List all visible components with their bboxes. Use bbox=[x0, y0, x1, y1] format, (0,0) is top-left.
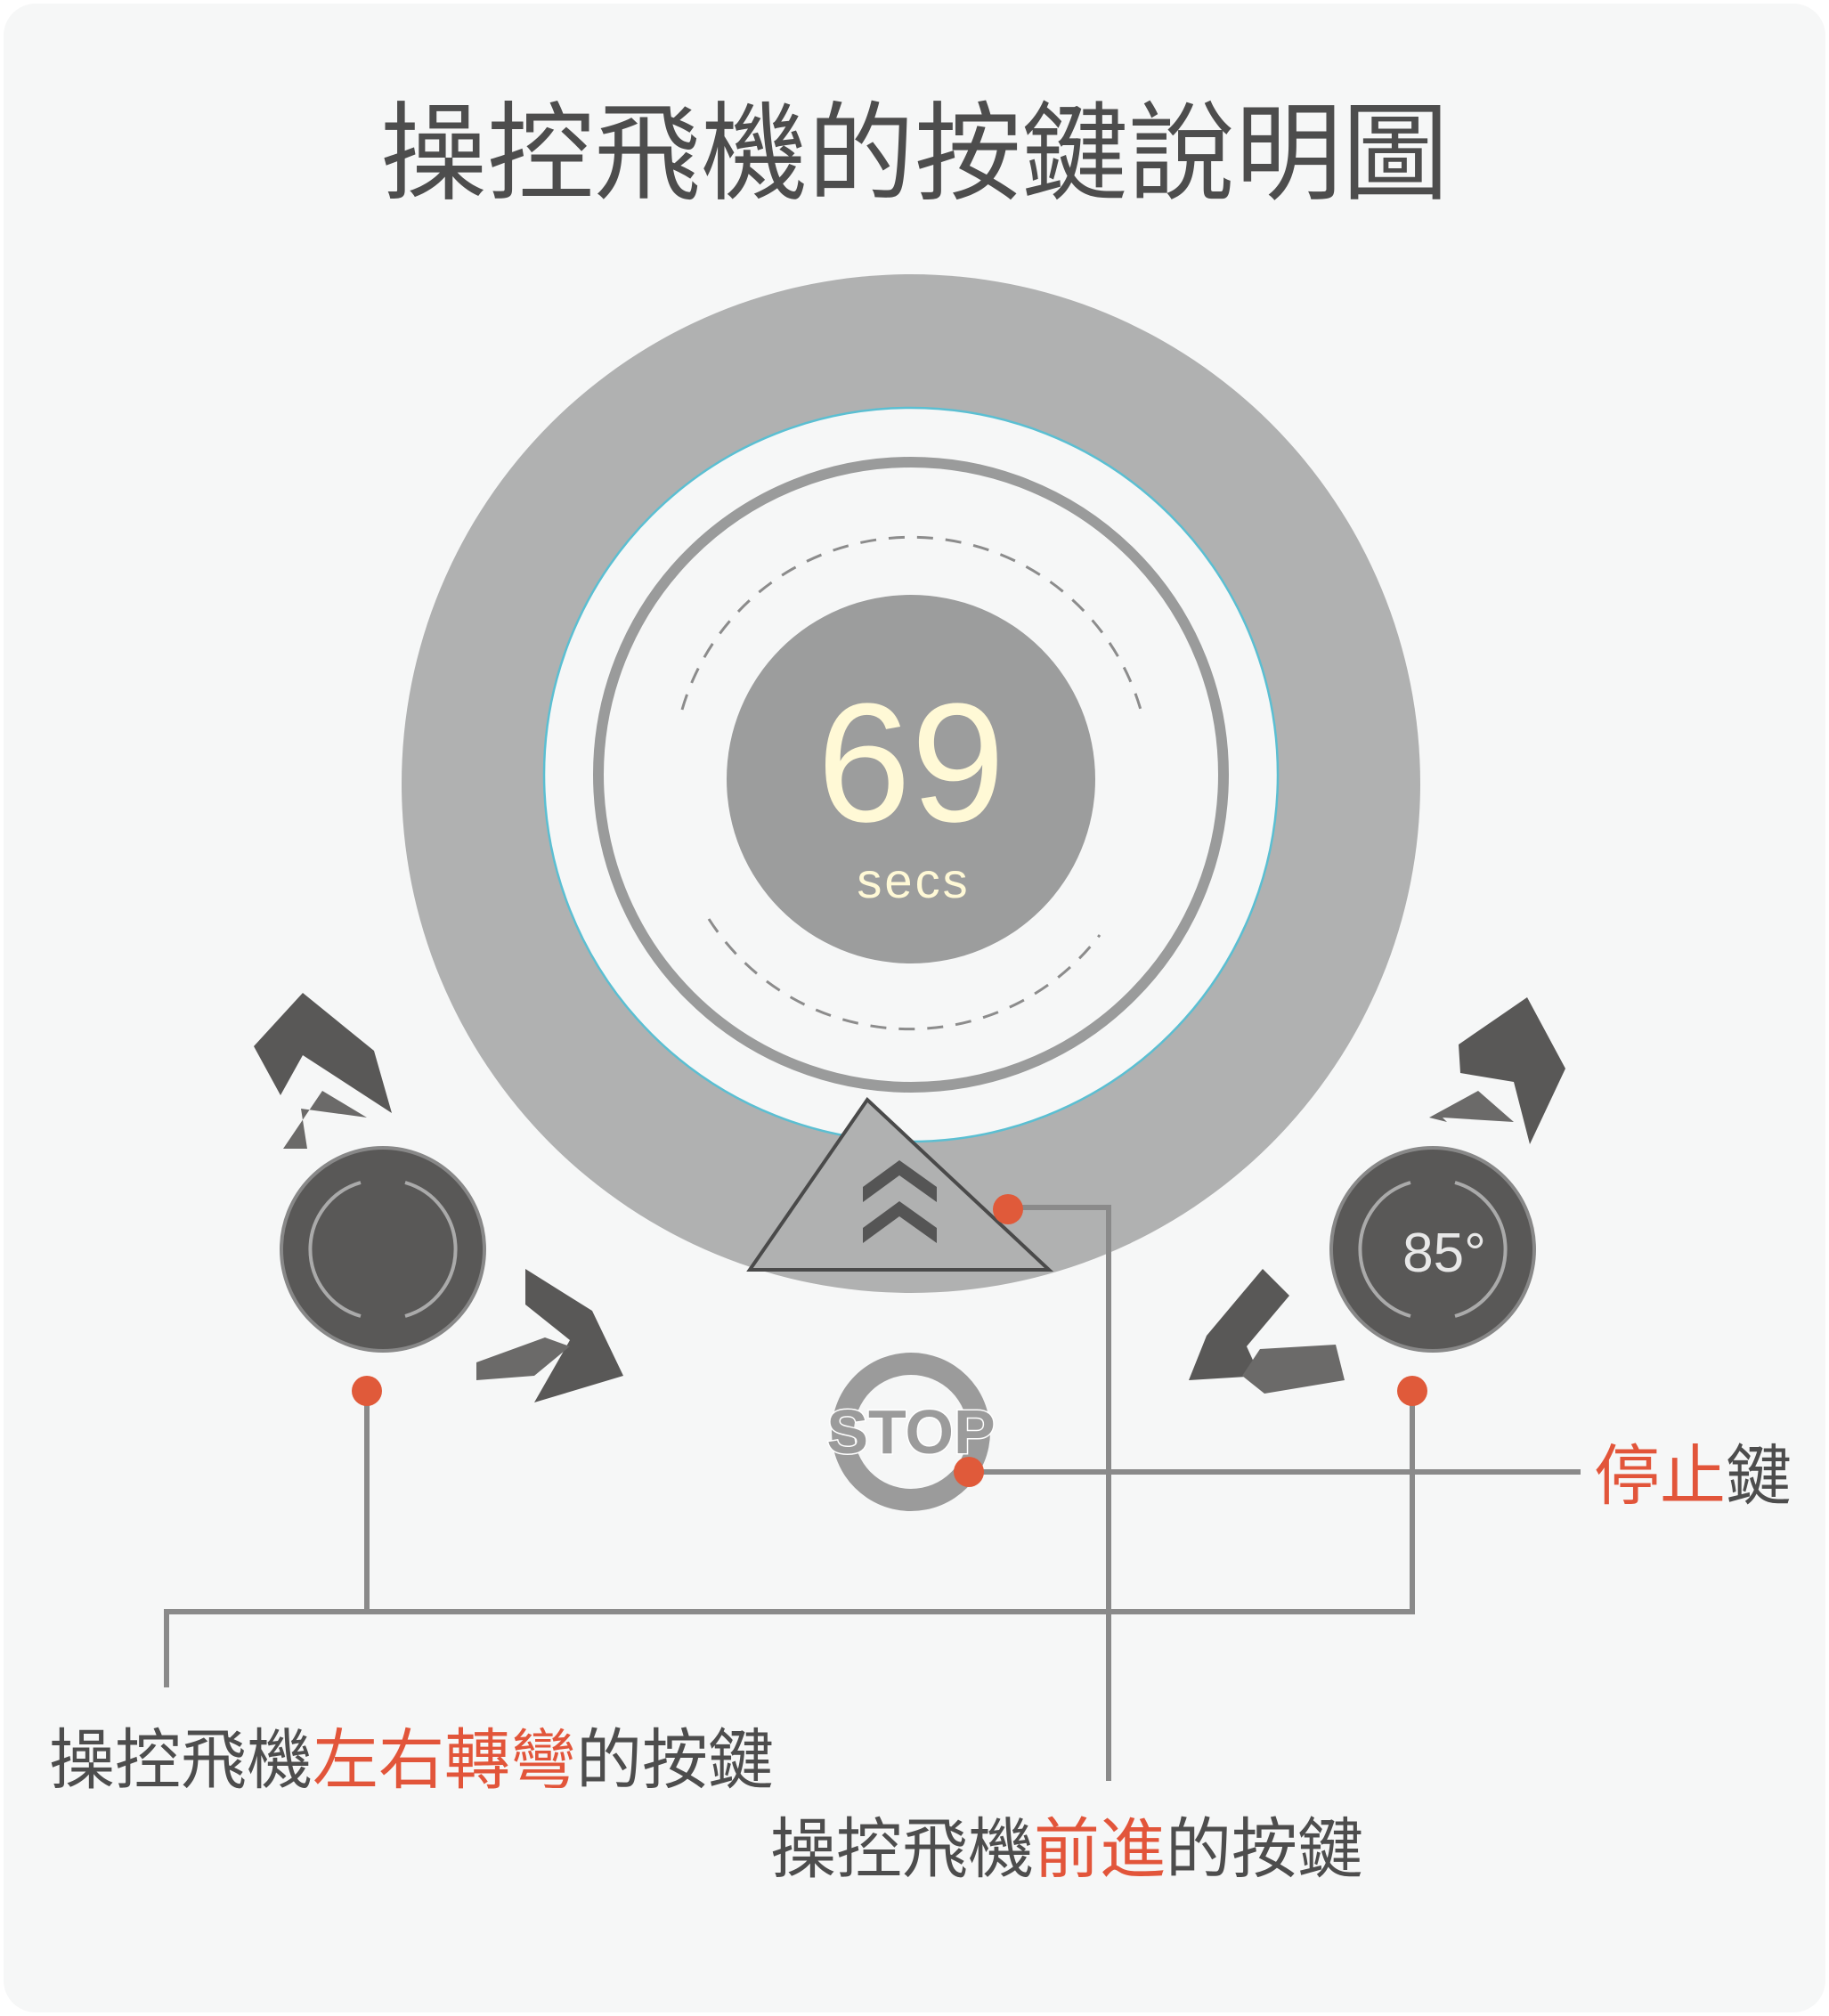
chevron-bottom-right-outer bbox=[1189, 1269, 1289, 1380]
forward-button[interactable] bbox=[746, 1096, 1054, 1272]
label-turn: 操控飛機左右轉彎的按鍵 bbox=[49, 1722, 774, 1799]
chevron-bottom-left-outer bbox=[525, 1269, 623, 1402]
forward-chevron-upper bbox=[863, 1160, 937, 1202]
label-stop: 停止鍵 bbox=[1594, 1438, 1792, 1515]
display-unit: secs bbox=[857, 852, 970, 908]
display-value: 69 bbox=[817, 669, 1004, 858]
right-button-arc-right bbox=[1454, 1181, 1508, 1318]
dashed-arc-bottom bbox=[707, 918, 1101, 1031]
label-forward-highlight: 前進 bbox=[1034, 1811, 1166, 1888]
left-button-arc-right bbox=[404, 1181, 458, 1318]
label-forward-suffix: 的按鍵 bbox=[1166, 1811, 1363, 1888]
marker-dots bbox=[352, 1194, 1427, 1487]
label-turn-suffix: 的按鍵 bbox=[576, 1722, 774, 1799]
forward-chevron-lower bbox=[863, 1201, 937, 1243]
leader-lines bbox=[164, 1205, 1581, 1781]
chevron-bottom-left-inner bbox=[476, 1337, 570, 1380]
right-button-arc-left bbox=[1358, 1181, 1411, 1318]
chevron-top-right-outer bbox=[1459, 997, 1565, 1144]
stop-button-label: STOP bbox=[826, 1397, 995, 1467]
chevron-arrows bbox=[254, 993, 1565, 1402]
label-forward: 操控飛機前進的按鍵 bbox=[770, 1811, 1363, 1888]
dashed-arc-top bbox=[680, 535, 1142, 711]
dial: 69 secs bbox=[402, 274, 1420, 1293]
chevron-top-left-outer bbox=[254, 993, 392, 1113]
label-turn-highlight: 左右轉彎 bbox=[313, 1722, 576, 1799]
stop-button[interactable]: STOP bbox=[825, 1353, 996, 1511]
inner-ring bbox=[593, 457, 1229, 1093]
chevron-top-left-inner bbox=[283, 1091, 367, 1149]
chevron-top-right-inner bbox=[1429, 1091, 1514, 1122]
label-stop-rest: 鍵 bbox=[1726, 1438, 1792, 1515]
label-stop-highlight: 停止 bbox=[1594, 1438, 1726, 1515]
chevron-bottom-right-inner bbox=[1242, 1345, 1345, 1394]
dot-left-turn bbox=[352, 1376, 382, 1406]
stop-button-inner bbox=[854, 1375, 968, 1489]
dot-right-turn bbox=[1397, 1376, 1427, 1406]
left-button-arc-left bbox=[308, 1181, 362, 1318]
label-forward-prefix: 操控飛機 bbox=[770, 1811, 1034, 1888]
page-title: 操控飛機的按鍵說明圖 bbox=[380, 93, 1449, 216]
leader-turn-bus bbox=[164, 1391, 1415, 1687]
left-turn-button[interactable] bbox=[280, 1146, 486, 1353]
forward-triangle[interactable] bbox=[746, 1096, 1054, 1272]
dot-forward bbox=[993, 1194, 1023, 1224]
label-turn-prefix: 操控飛機 bbox=[49, 1722, 313, 1799]
dot-stop bbox=[954, 1457, 984, 1487]
display-disc bbox=[727, 595, 1095, 963]
right-turn-button[interactable]: 85° bbox=[1329, 1146, 1536, 1353]
right-button-angle: 85° bbox=[1402, 1223, 1486, 1284]
leader-forward bbox=[1008, 1205, 1111, 1781]
